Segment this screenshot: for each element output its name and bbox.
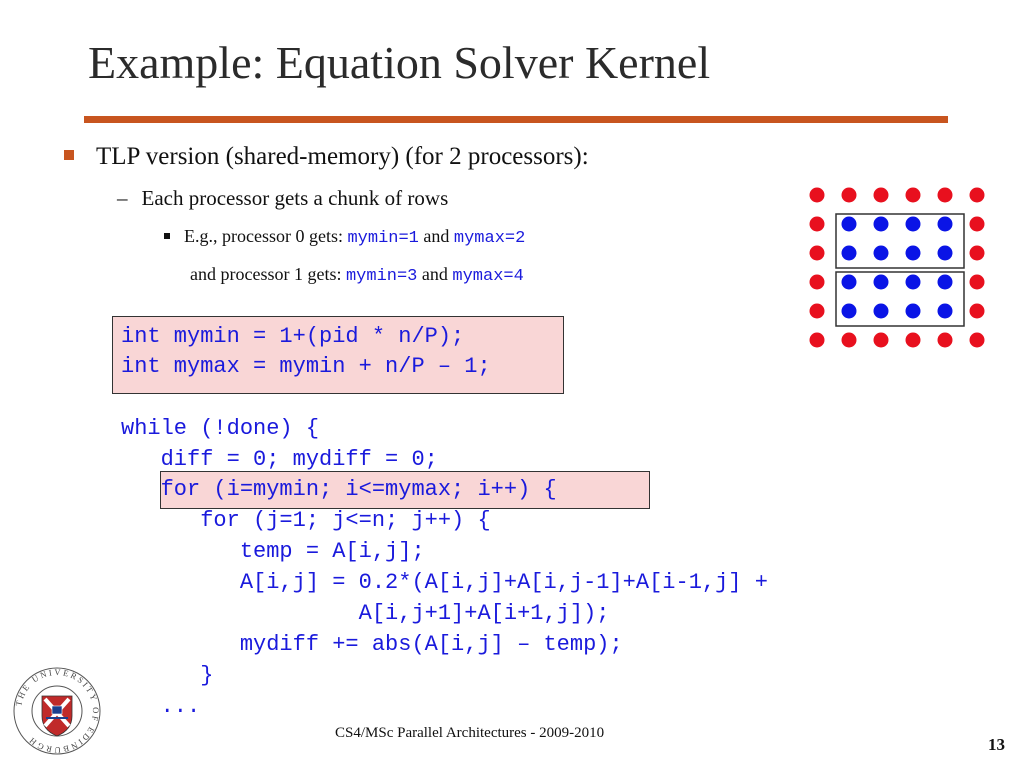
bullet4-code1: mymin=3 xyxy=(345,267,418,286)
page-number: 13 xyxy=(988,735,1005,754)
bullet3-mid: and xyxy=(418,226,454,246)
slide-title: Example: Equation Solver Kernel xyxy=(88,37,711,88)
bullet-level2: –Each processor gets a chunk of rows xyxy=(117,186,448,211)
code-line: A[i,j] = 0.2*(A[i,j]+A[i,j-1]+A[i-1,j] + xyxy=(121,570,768,595)
bullet4-code2: mymax=4 xyxy=(452,267,524,286)
boundary-grid-point xyxy=(969,216,985,232)
boundary-grid-point xyxy=(969,332,985,348)
interior-grid-point xyxy=(873,303,889,319)
boundary-grid-point xyxy=(809,216,825,232)
code-line: for (j=1; j<=n; j++) { xyxy=(121,508,491,533)
code-line: ... xyxy=(121,694,201,719)
bullet2-text: Each processor gets a chunk of rows xyxy=(141,186,449,210)
bullet3-code1: mymin=1 xyxy=(347,229,419,248)
interior-grid-point xyxy=(905,245,921,261)
interior-grid-point xyxy=(937,303,953,319)
boundary-grid-point xyxy=(969,303,985,319)
boundary-grid-point xyxy=(809,332,825,348)
code-line: A[i,j+1]+A[i+1,j]); xyxy=(121,601,610,626)
interior-grid-point xyxy=(937,274,953,290)
interior-grid-point xyxy=(905,274,921,290)
bullet3-prefix: E.g., processor 0 gets: xyxy=(184,226,348,246)
code-highlight-box xyxy=(112,316,564,394)
boundary-grid-point xyxy=(809,303,825,319)
boundary-grid-point xyxy=(969,274,985,290)
bullet-level1: TLP version (shared-memory) (for 2 proce… xyxy=(64,143,589,171)
bullet3-code2: mymax=2 xyxy=(453,229,526,248)
boundary-grid-point xyxy=(969,245,985,261)
footer-text: CS4/MSc Parallel Architectures - 2009-20… xyxy=(335,725,605,741)
bullet-level3-continuation: and processor 1 gets: mymin=3 and mymax=… xyxy=(190,264,524,286)
university-crest-logo: THE UNIVERSITY OF EDINBURGH xyxy=(13,667,101,755)
boundary-grid-point xyxy=(905,187,921,203)
title-underline xyxy=(84,116,948,123)
bullet1-text: TLP version (shared-memory) (for 2 proce… xyxy=(96,143,589,170)
grid-dots xyxy=(809,187,985,348)
code-box-line: int mymax = mymin + n/P – 1; xyxy=(121,354,491,379)
interior-grid-point xyxy=(873,216,889,232)
interior-grid-point xyxy=(841,274,857,290)
code-line: temp = A[i,j]; xyxy=(121,539,425,564)
code-line: mydiff += abs(A[i,j] – temp); xyxy=(121,632,623,657)
boundary-grid-point xyxy=(809,187,825,203)
interior-grid-point xyxy=(905,216,921,232)
processor-grid-diagram xyxy=(809,187,985,348)
processor1-chunk-box xyxy=(835,271,965,327)
boundary-grid-point xyxy=(873,187,889,203)
boundary-grid-point xyxy=(809,245,825,261)
interior-grid-point xyxy=(937,216,953,232)
code-line: for (i=mymin; i<=mymax; i++) { xyxy=(121,477,557,502)
interior-grid-point xyxy=(841,216,857,232)
square-bullet-icon xyxy=(64,150,74,160)
for-loop-highlight-box xyxy=(160,471,650,509)
dash-bullet-icon: – xyxy=(117,186,128,210)
interior-grid-point xyxy=(873,245,889,261)
processor0-chunk-box xyxy=(835,213,965,269)
boundary-grid-point xyxy=(905,332,921,348)
code-line: diff = 0; mydiff = 0; xyxy=(121,447,438,472)
boundary-grid-point xyxy=(841,187,857,203)
boundary-grid-point xyxy=(937,332,953,348)
interior-grid-point xyxy=(873,274,889,290)
boundary-grid-point xyxy=(809,274,825,290)
boundary-grid-point xyxy=(873,332,889,348)
boundary-grid-point xyxy=(841,332,857,348)
code-line: } xyxy=(121,663,214,688)
code-line: while (!done) { xyxy=(121,416,320,441)
interior-grid-point xyxy=(841,245,857,261)
bullet4-prefix: and processor 1 gets: xyxy=(190,264,346,284)
interior-grid-point xyxy=(841,303,857,319)
interior-grid-point xyxy=(937,245,953,261)
bullet4-mid: and xyxy=(417,264,453,284)
code-box-line: int mymin = 1+(pid * n/P); xyxy=(121,324,465,349)
bullet-level3: E.g., processor 0 gets: mymin=1 and myma… xyxy=(164,226,525,248)
small-square-bullet-icon xyxy=(164,233,170,239)
boundary-grid-point xyxy=(969,187,985,203)
boundary-grid-point xyxy=(937,187,953,203)
interior-grid-point xyxy=(905,303,921,319)
